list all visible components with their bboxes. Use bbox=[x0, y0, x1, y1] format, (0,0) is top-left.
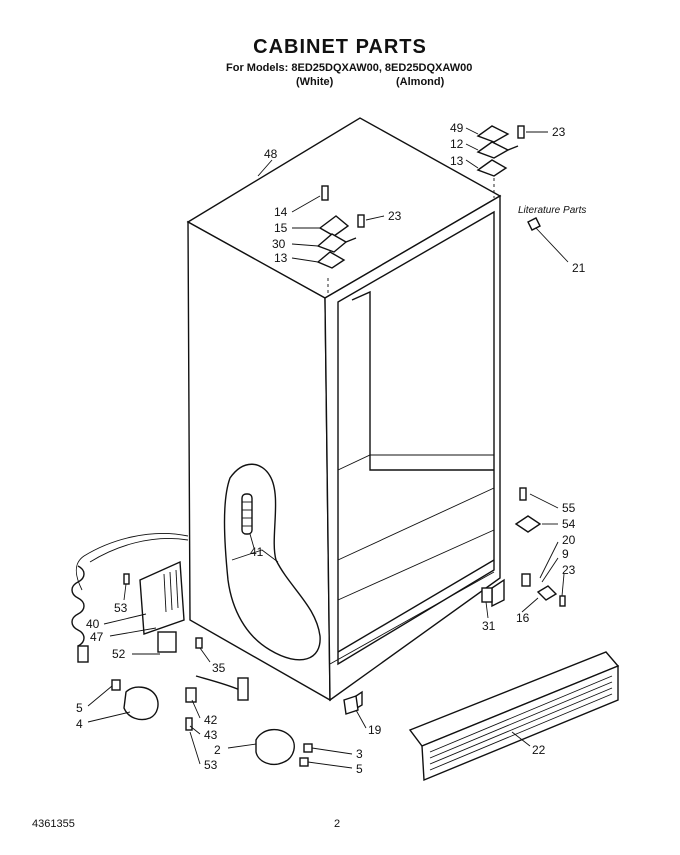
callout-54: 54 bbox=[562, 517, 576, 531]
page-title: CABINET PARTS bbox=[253, 36, 427, 58]
callout-21: 21 bbox=[572, 261, 586, 275]
callout-47: 47 bbox=[90, 630, 104, 644]
callout-40: 40 bbox=[86, 617, 100, 631]
callout-41: 41 bbox=[250, 545, 264, 559]
callout-4: 4 bbox=[76, 717, 83, 731]
top-hinge-assembly-center bbox=[316, 185, 365, 296]
callout-13: 13 bbox=[274, 251, 288, 265]
callout-42: 42 bbox=[204, 713, 218, 727]
page-number: 2 bbox=[334, 818, 341, 830]
callout-15: 15 bbox=[274, 221, 288, 235]
drain-tube-part-41 bbox=[241, 493, 253, 535]
callout-23: 23 bbox=[562, 563, 576, 577]
right-hinge-hardware bbox=[481, 487, 566, 607]
callout-13: 13 bbox=[450, 154, 464, 168]
callout-43: 43 bbox=[204, 728, 218, 742]
callout-3: 3 bbox=[356, 747, 363, 761]
cabinet-shell bbox=[186, 117, 505, 714]
callout-numbers: 48 49 12 13 23 14 15 23 30 13 21 41 55 5… bbox=[76, 121, 586, 776]
callout-49: 49 bbox=[450, 121, 464, 135]
callout-48: 48 bbox=[264, 147, 278, 161]
callout-22: 22 bbox=[532, 743, 546, 757]
top-hinge-assembly-right bbox=[476, 125, 525, 198]
base-grille-part-22 bbox=[408, 651, 620, 782]
callout-23: 23 bbox=[388, 209, 402, 223]
variant-white: (White) bbox=[296, 76, 334, 88]
callout-16: 16 bbox=[516, 611, 530, 625]
callout-30: 30 bbox=[272, 237, 286, 251]
callout-9: 9 bbox=[562, 547, 569, 561]
callout-19: 19 bbox=[368, 723, 382, 737]
callout-5: 5 bbox=[356, 762, 363, 776]
callout-31: 31 bbox=[482, 619, 496, 633]
callout-20: 20 bbox=[562, 533, 576, 547]
callout-35: 35 bbox=[212, 661, 226, 675]
models-line: For Models: 8ED25DQXAW00, 8ED25DQXAW00 bbox=[226, 62, 473, 74]
compressor-mount-parts bbox=[111, 675, 359, 767]
callout-2: 2 bbox=[214, 743, 221, 757]
variant-almond: (Almond) bbox=[396, 76, 445, 88]
callout-23: 23 bbox=[552, 125, 566, 139]
document-number: 4361355 bbox=[32, 818, 75, 830]
callout-53: 53 bbox=[204, 758, 218, 772]
callout-5: 5 bbox=[76, 701, 83, 715]
callout-55: 55 bbox=[562, 501, 576, 515]
callout-leaders bbox=[87, 127, 569, 769]
power-cord-and-control-box bbox=[71, 533, 203, 663]
callout-53: 53 bbox=[114, 601, 128, 615]
literature-parts-label: Literature Parts bbox=[518, 205, 587, 216]
callout-14: 14 bbox=[274, 205, 288, 219]
callout-52: 52 bbox=[112, 647, 126, 661]
callout-12: 12 bbox=[450, 137, 464, 151]
literature-part-21 bbox=[527, 217, 541, 231]
